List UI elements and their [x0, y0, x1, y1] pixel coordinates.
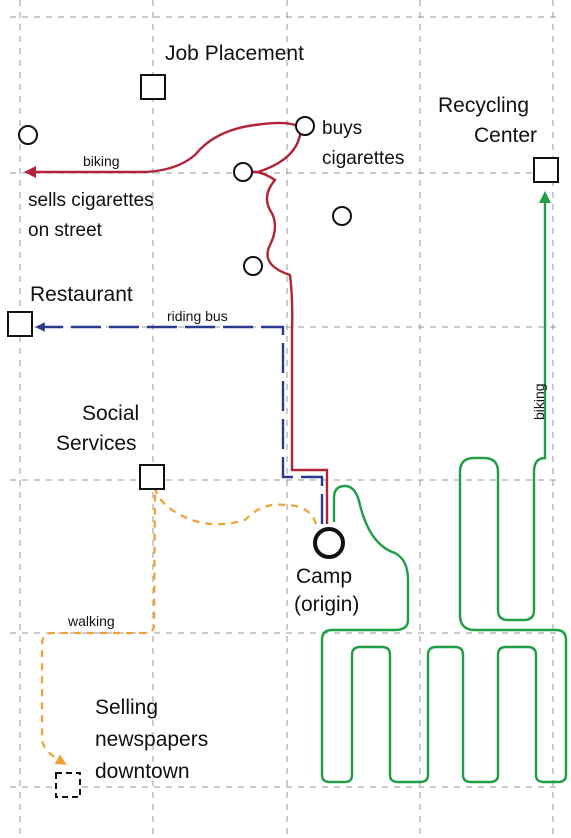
buys-cigarettes-label-line2: cigarettes	[322, 148, 404, 169]
camp-origin-circle	[313, 527, 345, 559]
recycling-center-label-line2: Center	[474, 124, 537, 147]
stop-circle	[243, 256, 263, 276]
stop-circle	[295, 116, 315, 136]
newspapers-label-line3: downtown	[95, 760, 190, 783]
job-placement-label: Job Placement	[165, 42, 304, 65]
walking-route-orange	[40, 487, 318, 765]
recycling-center-marker	[533, 157, 559, 183]
job-placement-marker	[140, 74, 166, 100]
biking-route-label-right: biking	[531, 383, 547, 420]
bus-route-blue	[35, 322, 324, 524]
walking-route-label: walking	[67, 613, 115, 629]
restaurant-label: Restaurant	[30, 283, 133, 306]
camp-label-line1: Camp	[296, 565, 352, 588]
social-services-marker	[139, 464, 165, 490]
social-services-label-line2: Services	[56, 432, 137, 455]
newspapers-label-line2: newspapers	[95, 728, 208, 751]
sells-cigarettes-label-line2: on street	[28, 220, 103, 241]
buys-cigarettes-label-line1: buys	[322, 118, 362, 139]
social-services-label-line1: Social	[82, 402, 139, 425]
camp-label-line2: (origin)	[294, 593, 359, 616]
street-grid	[10, 0, 560, 838]
biking-route-label-top: biking	[83, 153, 120, 169]
newspapers-marker	[55, 772, 81, 798]
newspapers-label-line1: Selling	[95, 696, 158, 719]
biking-route-green	[320, 191, 568, 784]
biking-route-red	[24, 121, 329, 524]
stop-circle	[18, 125, 38, 145]
restaurant-marker	[7, 311, 33, 337]
bus-route-label: riding bus	[167, 308, 228, 324]
stop-circle	[332, 206, 352, 226]
recycling-center-label-line1: Recycling	[438, 94, 529, 117]
sells-cigarettes-label-line1: sells cigarettes	[28, 190, 154, 211]
stop-circle	[233, 162, 253, 182]
